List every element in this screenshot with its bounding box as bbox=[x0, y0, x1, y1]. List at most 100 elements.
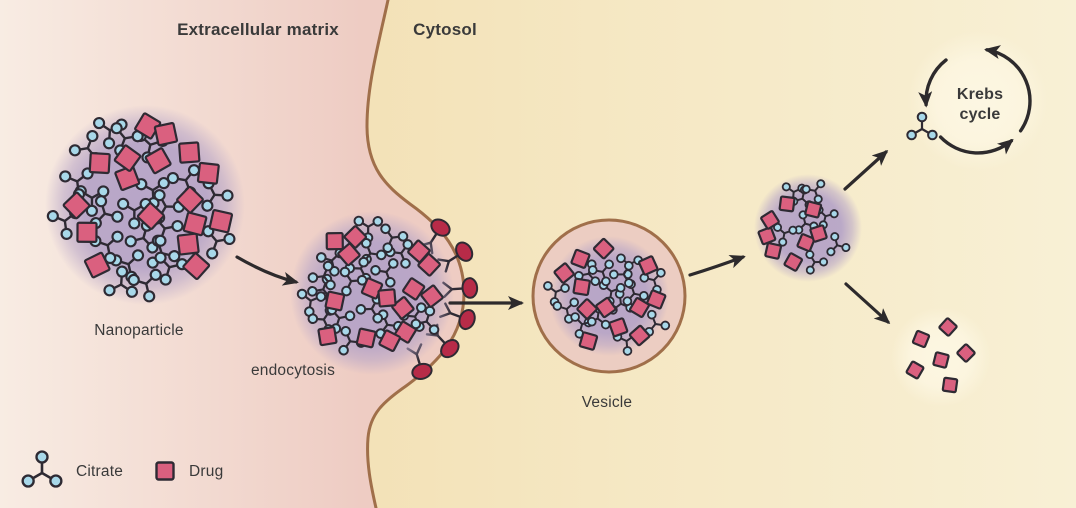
drug-icon bbox=[343, 225, 368, 249]
drug-icon bbox=[208, 209, 234, 234]
drug-icon bbox=[764, 242, 782, 260]
citrate-icon bbox=[339, 266, 368, 297]
drug-icon bbox=[576, 298, 598, 320]
drug-icon bbox=[608, 317, 629, 338]
krebs-glow bbox=[908, 31, 1048, 171]
citrate-icon bbox=[826, 232, 851, 257]
drug-icon bbox=[796, 233, 816, 253]
drug-icon bbox=[377, 288, 397, 308]
drug-icon bbox=[592, 237, 615, 260]
drug-icon bbox=[804, 200, 823, 219]
krebs-cycle-label-line2: cycle bbox=[959, 106, 1001, 123]
cytosol-label: Cytosol bbox=[413, 20, 477, 39]
arrow-released-to-drug bbox=[844, 282, 891, 325]
drug-icon bbox=[553, 262, 575, 284]
drug-icon bbox=[114, 165, 141, 192]
drug-icon bbox=[941, 376, 959, 394]
citrate-icon bbox=[201, 177, 234, 212]
drug-icon bbox=[402, 277, 426, 301]
drug-icon bbox=[88, 152, 111, 175]
citrate-icon bbox=[358, 237, 387, 268]
drug-icon bbox=[638, 255, 659, 276]
citrate-icon bbox=[801, 179, 826, 204]
drug-icon bbox=[178, 141, 201, 164]
krebs-citrate-icon bbox=[906, 111, 938, 141]
citrate-icon bbox=[370, 258, 399, 288]
citrate-icon bbox=[202, 225, 236, 260]
drug-icon bbox=[578, 331, 599, 351]
drug-icon bbox=[337, 242, 361, 267]
drug-icon bbox=[572, 277, 591, 297]
drug-icon bbox=[113, 144, 142, 172]
released-nanoparticle-graphic bbox=[754, 174, 862, 282]
citrate-icon bbox=[307, 260, 336, 291]
extracellular-matrix-label: Extracellular matrix bbox=[177, 20, 339, 39]
drug-icon bbox=[646, 289, 667, 310]
drug-icon bbox=[325, 231, 344, 251]
citrate-icon bbox=[380, 223, 409, 253]
drug-icon bbox=[324, 290, 346, 312]
endocytosis-label: endocytosis bbox=[250, 362, 336, 379]
process-arrows bbox=[235, 149, 891, 325]
drug-icon bbox=[417, 253, 441, 277]
drug-icon bbox=[905, 360, 925, 380]
krebs-cycle-label-line1: Krebs bbox=[956, 86, 1004, 103]
legend-citrate-label: Citrate bbox=[76, 463, 124, 480]
drug-icon bbox=[378, 329, 402, 353]
drug-icon bbox=[76, 221, 98, 243]
drug-icon bbox=[956, 343, 976, 363]
citrate-icon bbox=[805, 250, 829, 275]
drug-icon bbox=[391, 296, 415, 320]
drug-icon bbox=[182, 211, 208, 237]
drug-icon bbox=[760, 210, 780, 230]
arrow-vesicle-to-released bbox=[688, 254, 746, 277]
drug-icon bbox=[196, 161, 220, 185]
endocytosis-nanoparticle-graphic bbox=[290, 211, 454, 375]
arrow-released-to-krebs bbox=[843, 149, 889, 191]
drug-icon bbox=[809, 224, 828, 243]
legend-icons-group bbox=[21, 450, 175, 488]
citrate-icon bbox=[644, 309, 671, 337]
drug-icon bbox=[570, 248, 591, 269]
drug-icon bbox=[317, 326, 338, 347]
krebs-arc-right bbox=[984, 45, 1032, 133]
krebs-arc-bottom bbox=[938, 135, 1014, 155]
drug-icon bbox=[62, 191, 91, 220]
drug-icon bbox=[83, 251, 111, 279]
citrate-icon bbox=[587, 259, 614, 287]
citrate-icon bbox=[410, 305, 440, 335]
nanoparticle-label: Nanoparticle bbox=[94, 322, 184, 339]
vesicle-nanoparticle-graphic bbox=[543, 236, 671, 356]
citrate-icon bbox=[296, 288, 327, 317]
drug-icon bbox=[911, 329, 931, 349]
citrate-icon bbox=[117, 197, 152, 230]
vesicle-label: Vesicle bbox=[581, 394, 633, 411]
citrate-icon bbox=[154, 251, 189, 286]
citrate-icon bbox=[103, 265, 139, 298]
krebs-arc-left bbox=[918, 58, 948, 108]
drug-icon bbox=[176, 232, 200, 256]
drug-icon bbox=[355, 327, 377, 349]
drug-icon bbox=[420, 284, 444, 308]
drug-icon bbox=[932, 351, 950, 369]
drug-icon bbox=[778, 195, 796, 213]
citrate-icon bbox=[552, 297, 580, 324]
released-drug-group bbox=[905, 317, 976, 394]
drug-icon bbox=[153, 122, 179, 147]
arrow-nanoparticle-to-endocytosis bbox=[235, 255, 299, 286]
krebs-cycle-label: Krebs cycle bbox=[957, 85, 1003, 125]
drug-icon bbox=[628, 296, 650, 318]
krebs-cycle-arrows bbox=[918, 45, 1032, 155]
citrate-icon bbox=[609, 260, 634, 288]
drug-icon bbox=[628, 324, 651, 347]
drug-icon bbox=[182, 252, 211, 281]
drug-icon bbox=[783, 252, 803, 272]
drug-icon bbox=[176, 185, 204, 214]
nanoparticle-graphic bbox=[45, 105, 245, 305]
drug-icon bbox=[595, 296, 617, 319]
drug-icon bbox=[155, 461, 175, 481]
citrate-icon bbox=[906, 111, 938, 141]
legend-drug-label: Drug bbox=[189, 463, 224, 480]
